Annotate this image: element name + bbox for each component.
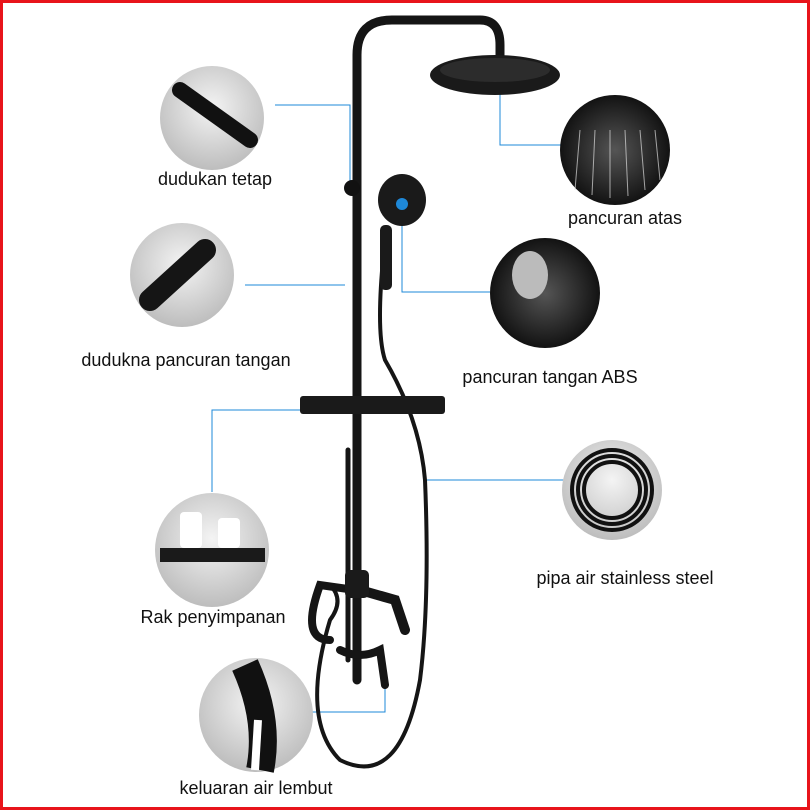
top-shower-thumbnail: [560, 95, 670, 205]
callout-lines: [211, 70, 565, 713]
label-top-shower: pancuran atas: [567, 208, 683, 228]
label-hand-shower-holder: dudukna pancuran tangan: [81, 350, 291, 370]
shelf: [300, 396, 445, 414]
detail-thumbnails: [130, 66, 670, 773]
label-hose: pipa air stainless steel: [536, 568, 714, 588]
shower-column: [308, 15, 505, 769]
label-fixed-seat: dudukan tetap: [157, 169, 273, 189]
label-abs-hand-shower: pancuran tangan ABS: [462, 367, 638, 387]
label-storage-rack: Rak penyimpanan: [140, 607, 286, 627]
label-soft-outlet: keluaran air lembut: [179, 778, 333, 798]
hand-shower-thumbnail: [490, 238, 600, 348]
